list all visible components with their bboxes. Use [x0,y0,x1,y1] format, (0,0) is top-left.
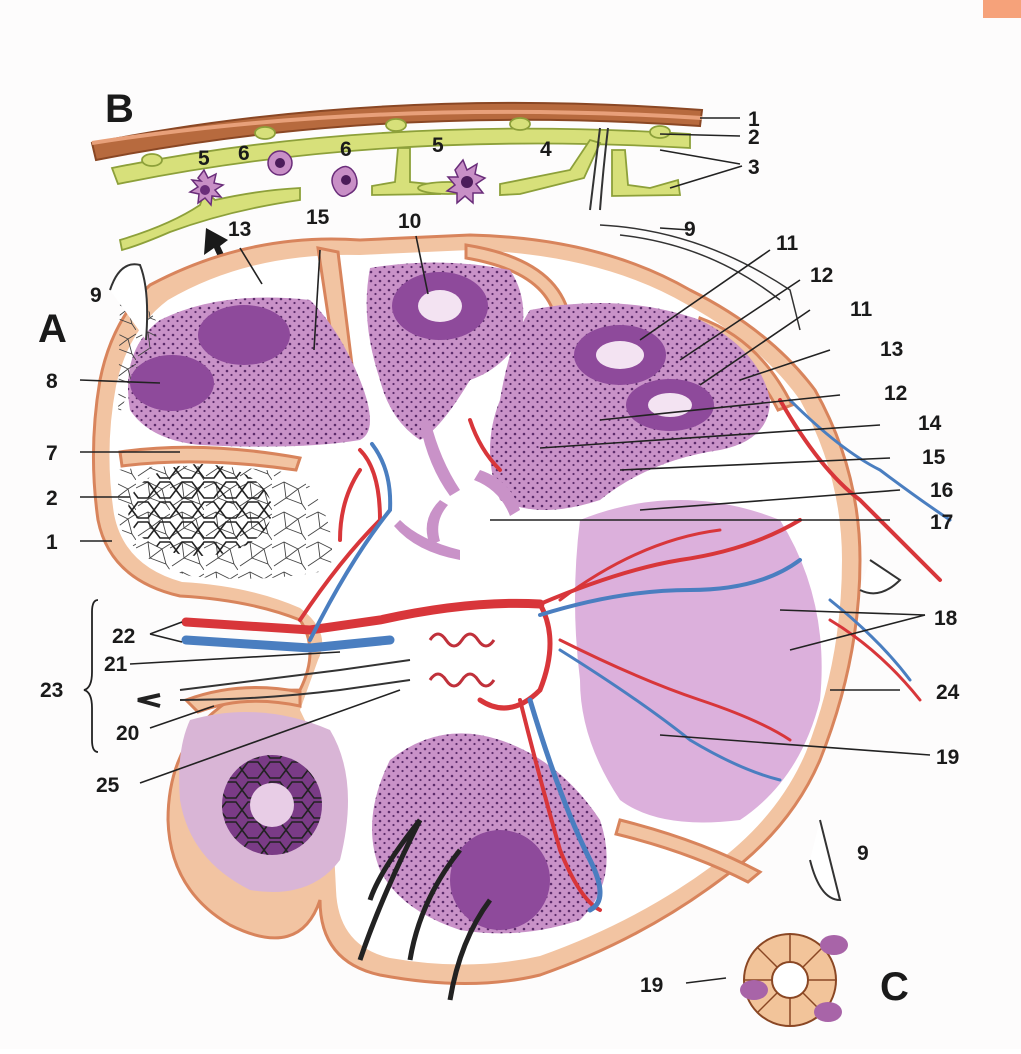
label-5-right: 5 [432,134,444,157]
panel-label-b: B [105,87,134,131]
label-16: 16 [930,479,953,502]
label-1-left: 1 [46,531,58,554]
panel-label-c: C [880,965,909,1009]
label-9-left: 9 [90,284,102,307]
panel-a-lymph-node [93,225,950,1000]
label-9-bottom: 9 [857,842,869,865]
label-13-right: 13 [880,338,903,361]
label-5-left: 5 [198,147,210,170]
label-13-top: 13 [228,218,251,241]
label-25: 25 [96,774,120,797]
label-12-upper: 12 [810,264,833,287]
label-7: 7 [46,442,58,465]
label-15-right: 15 [922,446,946,469]
label-19-bottom: 19 [640,974,663,997]
label-21: 21 [104,653,128,676]
panel-c-venule [740,934,848,1026]
panel-label-a: A [38,307,67,351]
label-6-left: 6 [238,142,250,165]
corner-mark [983,0,1021,18]
label-23: 23 [40,679,63,702]
label-22: 22 [112,625,135,648]
label-4: 4 [540,138,552,161]
label-20: 20 [116,722,139,745]
lymphocyte-aggregate [128,464,272,556]
label-24: 24 [936,681,960,704]
label-10: 10 [398,210,421,233]
label-11-lower: 11 [850,298,873,321]
label-19-right: 19 [936,746,959,769]
label-2-left: 2 [46,487,58,510]
label-17: 17 [930,511,953,534]
label-12-lower: 12 [884,382,907,405]
label-11-upper: 11 [776,232,799,255]
label-18: 18 [934,607,958,630]
label-8: 8 [46,370,58,393]
label-15-top: 15 [306,206,330,229]
label-14: 14 [918,412,942,435]
label-2: 2 [748,126,760,149]
label-6-right: 6 [340,138,352,161]
bracket-23 [84,600,98,752]
panel-b-sinus-wall [92,103,702,250]
label-9-top: 9 [684,218,696,241]
label-3: 3 [748,156,760,179]
